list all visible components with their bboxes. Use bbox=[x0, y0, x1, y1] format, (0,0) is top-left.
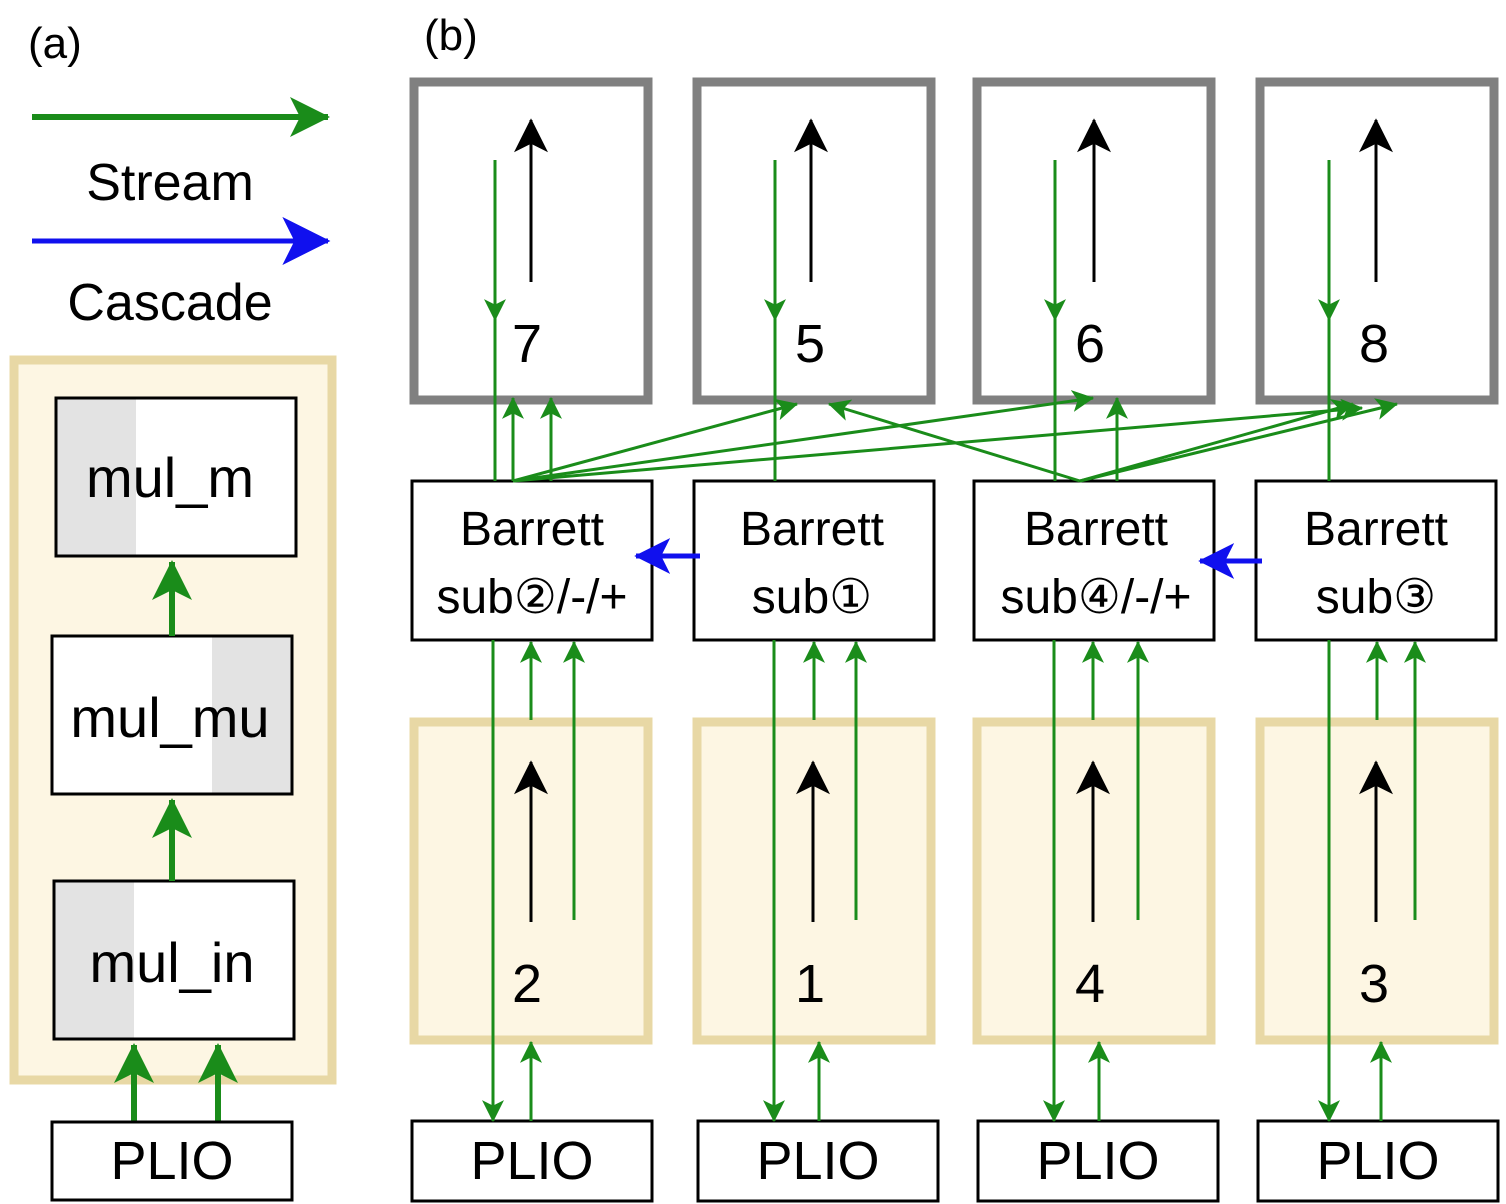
barrett-sub-label: sub④/-/+ bbox=[1000, 571, 1191, 624]
panel-b-label: (b) bbox=[424, 11, 478, 60]
mul-in-block: mul_in bbox=[52, 879, 296, 1041]
plio-label: PLIO bbox=[756, 1131, 879, 1191]
plio-col-4: PLIO bbox=[1256, 1119, 1500, 1203]
plio-col-3: PLIO bbox=[976, 1119, 1220, 1203]
bottom-tile-number: 3 bbox=[1359, 954, 1389, 1014]
barrett-title: Barrett bbox=[460, 503, 604, 556]
plio-col-1: PLIO bbox=[410, 1119, 654, 1203]
stream-barrett-to-top bbox=[502, 390, 1399, 483]
legend-cascade-label: Cascade bbox=[67, 274, 272, 332]
mul-mu-block: mul_mu bbox=[50, 634, 294, 796]
plio-label: PLIO bbox=[1316, 1131, 1439, 1191]
barrett-block-sub1: Barrett sub① bbox=[692, 479, 936, 642]
top-tile-number: 5 bbox=[795, 314, 825, 374]
stream-tile-to-barrett bbox=[520, 640, 1426, 920]
top-tile-5: 5 bbox=[692, 77, 936, 405]
plio-label: PLIO bbox=[470, 1131, 593, 1191]
barrett-sub-label: sub① bbox=[752, 571, 872, 624]
barrett-title: Barrett bbox=[740, 503, 884, 556]
barrett-title: Barrett bbox=[1024, 503, 1168, 556]
barrett-sub-label: sub③ bbox=[1316, 571, 1436, 624]
mul-m-label: mul_m bbox=[86, 446, 254, 509]
mul-in-label: mul_in bbox=[90, 931, 255, 994]
stream-plio-inputs bbox=[520, 1040, 1392, 1121]
barrett-block-sub2: Barrett sub②/-/+ bbox=[410, 479, 654, 642]
top-tile-number: 7 bbox=[512, 314, 542, 374]
bottom-tile-number: 1 bbox=[795, 954, 825, 1014]
top-tile-number: 6 bbox=[1075, 314, 1105, 374]
stream-output-paths bbox=[482, 160, 1340, 1123]
legend-stream-label: Stream bbox=[86, 154, 254, 212]
panel-a-label: (a) bbox=[28, 19, 82, 68]
mul-mu-label: mul_mu bbox=[70, 686, 269, 749]
barrett-title: Barrett bbox=[1304, 503, 1448, 556]
barrett-block-sub4: Barrett sub④/-/+ bbox=[972, 479, 1216, 642]
barrett-sub-label: sub②/-/+ bbox=[436, 571, 627, 624]
plio-label: PLIO bbox=[1036, 1131, 1159, 1191]
mul-m-block: mul_m bbox=[54, 396, 298, 558]
bottom-tile-number: 2 bbox=[512, 954, 542, 1014]
chain-plio: PLIO bbox=[50, 1120, 294, 1202]
barrett-block-sub3: Barrett sub③ bbox=[1254, 479, 1498, 642]
plio-col-2: PLIO bbox=[696, 1119, 940, 1203]
chain-plio-label: PLIO bbox=[110, 1131, 233, 1191]
bottom-tile-number: 4 bbox=[1075, 954, 1105, 1014]
top-tile-number: 8 bbox=[1359, 314, 1389, 374]
